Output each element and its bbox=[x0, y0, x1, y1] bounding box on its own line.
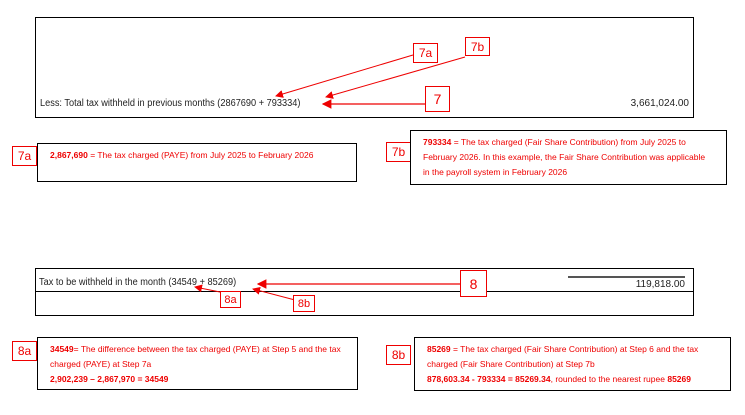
note-7b-value: 793334 bbox=[423, 137, 452, 147]
note-8b-value: 85269 bbox=[427, 344, 451, 354]
badge-8: 8 bbox=[460, 270, 487, 297]
badge-7a: 7a bbox=[413, 43, 438, 63]
note-8a: 34549= The difference between the tax ch… bbox=[37, 337, 358, 390]
badge-note-7b: 7b bbox=[386, 142, 411, 162]
arrow-8b bbox=[252, 286, 296, 301]
note-8a-value: 34549 bbox=[50, 344, 74, 354]
note-8b-rounded: 85269 bbox=[667, 374, 691, 384]
step8-value: 119,818.00 bbox=[635, 279, 685, 290]
step7-label: Less: Total tax withheld in previous mon… bbox=[40, 98, 301, 109]
note-8a-text: = The difference between the tax charged… bbox=[50, 344, 341, 369]
badge-7b: 7b bbox=[465, 37, 490, 56]
badge-8b: 8b bbox=[293, 295, 315, 312]
note-8b: 85269 = The tax charged (Fair Share Cont… bbox=[414, 337, 731, 391]
arrow-7a bbox=[275, 54, 414, 98]
step8-label: Tax to be withheld in the month (34549 +… bbox=[39, 277, 237, 288]
note-7a-value: 2,867,690 bbox=[50, 150, 88, 160]
divider bbox=[35, 291, 694, 292]
note-8b-text: = The tax charged (Fair Share Contributi… bbox=[427, 344, 699, 369]
note-7b-text: = The tax charged (Fair Share Contributi… bbox=[423, 137, 706, 177]
badge-note-8a: 8a bbox=[12, 341, 37, 361]
total-rule bbox=[568, 276, 685, 278]
note-7a-text: = The tax charged (PAYE) from July 2025 … bbox=[87, 150, 314, 160]
badge-note-7a: 7a bbox=[12, 146, 37, 166]
note-8b-calc: 878,603.34 - 793334 = 85269.34 bbox=[427, 374, 551, 384]
note-7a: 2,867,690 = The tax charged (PAYE) from … bbox=[37, 143, 357, 182]
note-8b-calc-suffix: , rounded to the nearest rupee bbox=[550, 374, 668, 384]
badge-note-8b: 8b bbox=[386, 345, 411, 365]
note-8a-calc: 2,902,239 – 2,867,970 = 34549 bbox=[50, 374, 169, 384]
badge-7: 7 bbox=[425, 86, 450, 112]
note-7b: 793334 = The tax charged (Fair Share Con… bbox=[410, 130, 727, 185]
step7-value: 3,661,024.00 bbox=[630, 98, 689, 109]
step7-panel bbox=[35, 17, 694, 118]
arrow-7b bbox=[325, 56, 466, 99]
badge-8a: 8a bbox=[220, 291, 241, 308]
